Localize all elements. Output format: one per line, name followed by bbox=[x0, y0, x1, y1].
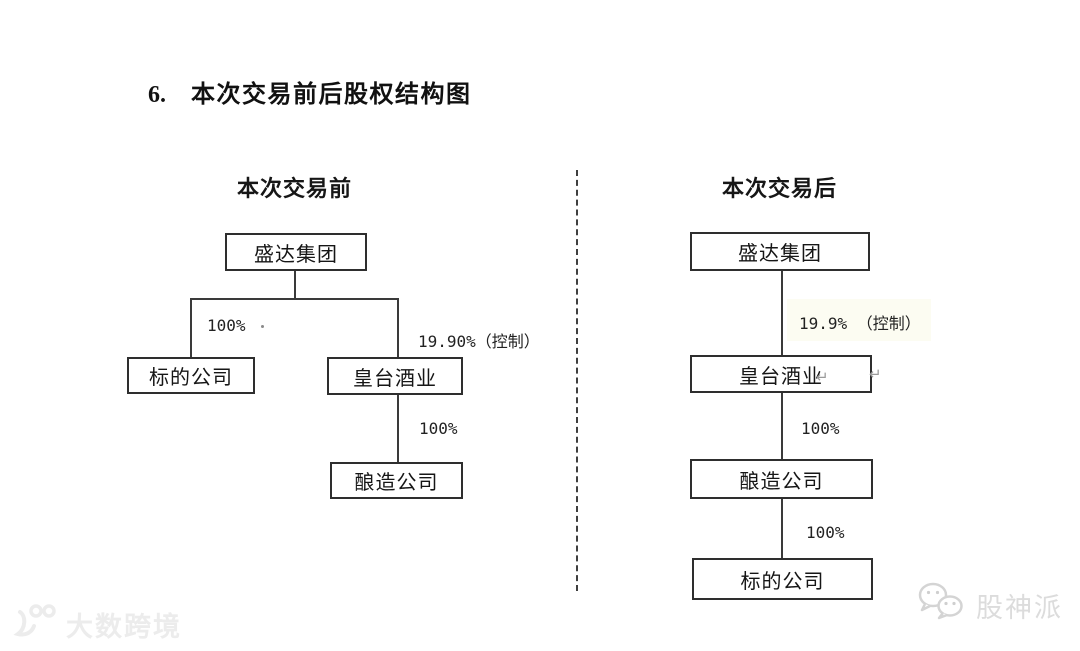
connector-before-target-drop bbox=[190, 299, 192, 357]
label-highlight-box bbox=[787, 299, 931, 341]
node-brewing-company-before: 酿造公司 bbox=[330, 462, 463, 499]
label-after-target-pct: 100% bbox=[806, 523, 845, 542]
node-huangtai-liquor-after: 皇台酒业 bbox=[690, 355, 872, 393]
connector-after-target-drop bbox=[781, 499, 783, 558]
page-title: 6. 本次交易前后股权结构图 bbox=[148, 74, 472, 109]
label-after-listed-pct: 19.9% （控制） bbox=[799, 314, 921, 333]
node-shengda-group-before: 盛达集团 bbox=[225, 233, 367, 271]
return-mark-icon: ↵ bbox=[869, 365, 882, 383]
node-target-company-after: 标的公司 bbox=[692, 558, 873, 600]
connector-before-branch bbox=[190, 298, 399, 300]
label-before-listed-pct: 19.90%（控制） bbox=[418, 332, 540, 351]
title-text: 本次交易前后股权结构图 bbox=[191, 82, 472, 108]
watermark-left-text: 大数跨境 bbox=[66, 612, 182, 642]
label-after-brewing-pct: 100% bbox=[801, 419, 840, 438]
header-after-transaction: 本次交易后 bbox=[722, 176, 838, 201]
stray-mark bbox=[261, 325, 264, 328]
label-before-target-pct: 100% bbox=[207, 316, 246, 335]
title-number: 6. bbox=[148, 82, 166, 108]
header-before-transaction: 本次交易前 bbox=[237, 176, 353, 201]
wechat-bubbles-icon bbox=[916, 582, 968, 629]
connector-before-parent-drop bbox=[294, 271, 296, 299]
node-brewing-company-after: 酿造公司 bbox=[690, 459, 873, 499]
watermark-dashukuajing: 大数跨境 bbox=[12, 602, 182, 647]
connector-before-listed-drop bbox=[397, 299, 399, 357]
connector-before-brewing-drop bbox=[397, 395, 399, 462]
connector-after-brewing-drop bbox=[781, 393, 783, 459]
vertical-dashed-divider bbox=[576, 170, 578, 591]
100-logo-icon bbox=[12, 602, 58, 647]
watermark-right-text: 股神派 bbox=[976, 593, 1063, 623]
node-target-company-before: 标的公司 bbox=[127, 357, 255, 394]
node-shengda-group-after: 盛达集团 bbox=[690, 232, 870, 271]
connector-after-parent-drop bbox=[781, 271, 783, 355]
label-before-brewing-pct: 100% bbox=[419, 419, 458, 438]
node-huangtai-liquor-before: 皇台酒业 bbox=[327, 357, 463, 395]
watermark-gushenpai: 股神派 bbox=[916, 582, 1063, 629]
return-mark-icon: ↵ bbox=[816, 368, 829, 386]
